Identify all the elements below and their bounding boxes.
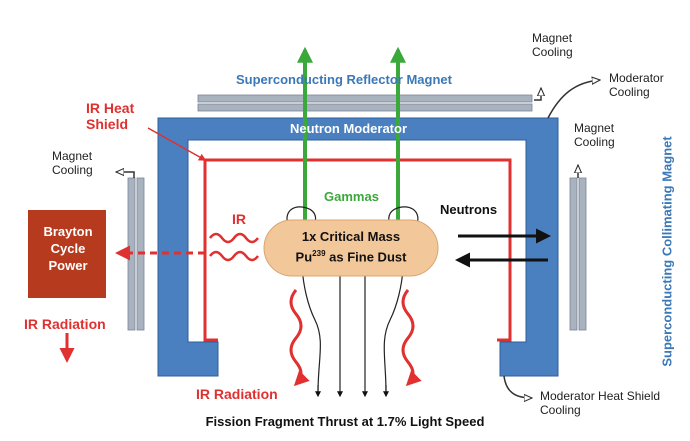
magnet-cooling-left-text: Magnet Cooling xyxy=(52,149,93,177)
magnet-cooling-top-label: Magnet Cooling xyxy=(532,31,573,60)
ir-heat-shield xyxy=(203,158,512,342)
ir-wave-bottom-left xyxy=(289,289,310,387)
ir-squiggle-2 xyxy=(209,250,259,262)
magnet-cooling-top-arrow xyxy=(534,88,541,101)
brayton-text: Brayton Cycle Power xyxy=(43,224,93,273)
right-magnet-bar xyxy=(569,177,578,331)
ir-wave-bottom-right xyxy=(401,289,422,387)
plutonium-dust-capsule xyxy=(263,219,439,277)
ir-label: IR xyxy=(232,211,246,227)
ir-heat-shield-label: IR Heat Shield xyxy=(86,100,134,132)
thrust-caption: Fission Fragment Thrust at 1.7% Light Sp… xyxy=(205,414,485,429)
pu-superscript: 239 xyxy=(312,249,326,258)
moderator-heat-shield-cooling-label: Moderator Heat Shield Cooling xyxy=(540,389,661,418)
moderator-cooling-arrow xyxy=(547,80,600,119)
pu-prefix: Pu xyxy=(295,249,313,265)
neutron-moderator-label: Neutron Moderator xyxy=(290,121,407,136)
ir-radiation-left-label: IR Radiation xyxy=(24,316,106,332)
reflector-magnet-label: Superconducting Reflector Magnet xyxy=(236,72,452,87)
moderator-heat-shield-cooling-text: Moderator Heat Shield Cooling xyxy=(540,389,661,417)
neutrons-label: Neutrons xyxy=(440,202,498,217)
reflector-magnet-bar-top xyxy=(197,94,533,103)
magnet-cooling-right-text: Magnet Cooling xyxy=(574,121,615,149)
moderator-cooling-text: Moderator Cooling xyxy=(609,71,664,99)
brayton-label: Brayton Cycle Power xyxy=(36,224,100,275)
brayton-cycle-box xyxy=(28,210,106,298)
magnet-cooling-right-label: Magnet Cooling xyxy=(574,121,615,150)
heat-shield-pointer xyxy=(147,127,207,161)
gammas-label: Gammas xyxy=(324,189,379,204)
plutonium-label: Pu239 as Fine Dust xyxy=(264,249,438,265)
ir-squiggle-1 xyxy=(209,232,259,244)
moderator-shield-cooling-arrow xyxy=(503,375,532,398)
neutron-moderator-shell xyxy=(157,117,559,377)
reflector-magnet-bar-bottom xyxy=(197,103,533,112)
right-magnet-bar-2 xyxy=(578,177,587,331)
ir-radiation-bottom-label: IR Radiation xyxy=(196,386,278,402)
collimating-magnet-label: Superconducting Collimating Magnet xyxy=(659,136,675,367)
ir-heat-shield-text: IR Heat Shield xyxy=(86,100,135,133)
magnet-cooling-left-label: Magnet Cooling xyxy=(52,149,93,178)
critical-mass-label: 1x Critical Mass xyxy=(301,229,401,244)
moderator-cooling-label: Moderator Cooling xyxy=(609,71,664,100)
magnet-cooling-left-arrow xyxy=(116,172,135,178)
magnet-cooling-top-text: Magnet Cooling xyxy=(532,31,573,59)
pu-suffix: as Fine Dust xyxy=(325,249,407,265)
